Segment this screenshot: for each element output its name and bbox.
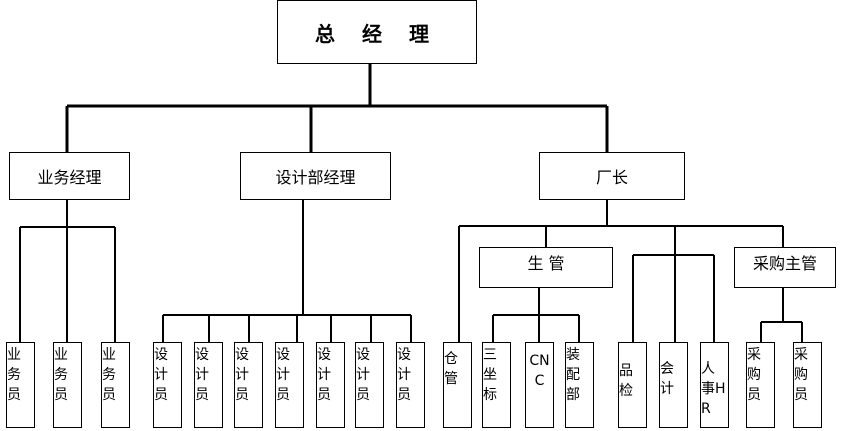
sales-manager-box: 业务经理 [9, 152, 130, 200]
sales-staff-box: 业务员 [53, 342, 82, 428]
designer-box: 设计员 [153, 342, 182, 428]
sales-staff-box: 业务员 [101, 342, 130, 428]
general-manager-box: 总 经 理 [277, 0, 477, 64]
designer-box: 设计员 [194, 342, 223, 428]
designer-box: 设计员 [396, 342, 425, 428]
designer-box: 设计员 [275, 342, 304, 428]
designer-box: 设计员 [316, 342, 345, 428]
hr-box: 人事HR [700, 342, 729, 428]
cnc-box: CNC [525, 342, 554, 428]
purchasing-supervisor-box: 采购主管 [734, 247, 836, 288]
warehouse-box: 仓管 [443, 342, 472, 428]
assembly-box: 装配部 [565, 342, 594, 428]
factory-director-box: 厂长 [539, 152, 685, 200]
accounting-box: 会计 [659, 342, 688, 428]
buyer-box: 采购员 [793, 342, 822, 428]
quality-inspection-box: 品检 [618, 342, 647, 428]
buyer-box: 采购员 [746, 342, 775, 428]
designer-box: 设计员 [355, 342, 384, 428]
production-control-box: 生 管 [479, 247, 613, 288]
cmm-box: 三坐标 [482, 342, 511, 428]
design-manager-box: 设计部经理 [240, 152, 391, 200]
designer-box: 设计员 [234, 342, 263, 428]
sales-staff-box: 业务员 [6, 342, 35, 428]
